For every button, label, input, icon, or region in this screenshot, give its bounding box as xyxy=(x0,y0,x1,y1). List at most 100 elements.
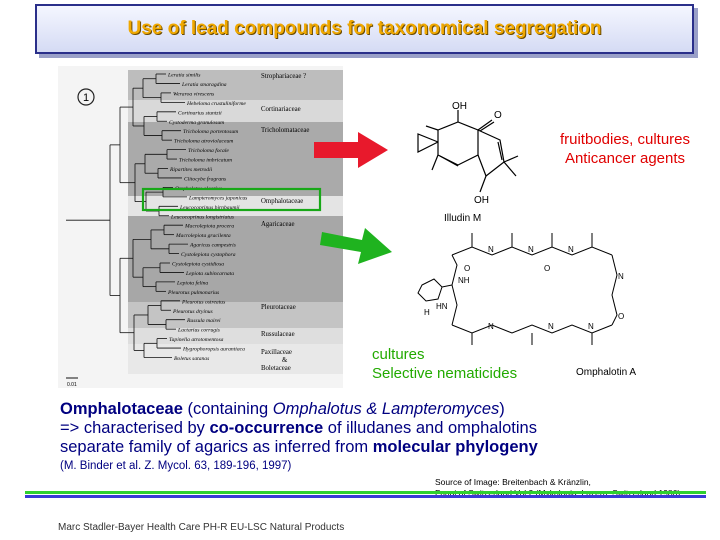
illudin-carbonyl-o: O xyxy=(494,110,502,121)
illudin-oh-top: OH xyxy=(452,101,467,112)
illudin-m-structure: OH O OH xyxy=(417,101,519,206)
slide-title: Use of lead compounds for taxonomical se… xyxy=(127,18,602,39)
tree-species-label: Ripartites metrodii xyxy=(169,167,213,173)
omphalotin-atom-h: H xyxy=(424,308,430,317)
tree-species-label: Boletus satanas xyxy=(174,356,209,362)
body-line-3a: separate family of agarics as inferred f… xyxy=(60,438,373,456)
body-molecular-phylogeny: molecular phylogeny xyxy=(372,438,538,456)
footer: Marc Stadler-Bayer Health Care PH-R EU-L… xyxy=(58,522,345,533)
tree-species-label: Hygrophoropsis aurantiaca xyxy=(182,347,245,353)
tree-species-label: Macrolepiota procera xyxy=(184,224,234,230)
tree-species-label: Cortinarius stuntzii xyxy=(178,110,222,116)
band-tricholomataceae xyxy=(128,122,343,196)
tree-species-label: Pleurotus dryinus xyxy=(172,309,213,315)
band-cortinariaceae xyxy=(128,100,343,122)
panel-number-circle xyxy=(77,88,95,106)
tree-species-label: Lepiota subincarnata xyxy=(185,271,234,277)
band-paxillaceae xyxy=(128,344,343,374)
tree-family-label: & xyxy=(282,357,288,364)
tree-species-label: Tapinella atrotomentosa xyxy=(169,337,224,343)
tree-species-label: Lepiota felina xyxy=(176,279,208,286)
body-line-2: => characterised by co-occurrence of ill… xyxy=(60,419,680,438)
tree-species-label: Leratia similis xyxy=(167,73,200,79)
tree-family-labels: Strophariaceae ? CortinariaceaeTricholoma… xyxy=(261,73,309,372)
tree-species-label: Leratia smaragdina xyxy=(181,82,227,88)
tree-species-label: Lactarius corrugis xyxy=(177,328,220,334)
red-activity-line1: fruitbodies, cultures xyxy=(559,131,691,148)
tree-species-label: Hebeloma crustuliniforme xyxy=(186,100,246,107)
tree-species-label: Cystolepiota cystidiosa xyxy=(172,262,224,268)
tree-species-label: Pleurotus ostreatus xyxy=(181,299,225,305)
tree-species-label: Pleurotus pulmonarius xyxy=(167,290,219,296)
tree-family-label: Paxillaceae xyxy=(261,349,292,356)
tree-species-label: Cystolepiota cystophora xyxy=(181,252,236,258)
green-activity-label: cultures Selective nematicides xyxy=(372,345,517,383)
tree-species-label: Weraroa virescens xyxy=(173,91,214,97)
body-line-3: separate family of agarics as inferred f… xyxy=(60,438,680,457)
green-activity-line1: cultures xyxy=(372,346,425,363)
tree-species-label: Clitocybe fragrans xyxy=(184,175,226,182)
tree-species-label: Tricholoma imbricatum xyxy=(179,158,232,164)
tree-family-label: Pleurotaceae xyxy=(261,304,296,311)
band-strophariaceae xyxy=(128,70,343,100)
illudin-oh-bottom: OH xyxy=(474,195,489,206)
body-genera: Omphalotus & Lampteromyces xyxy=(272,400,500,418)
omphalotin-atom-nh: NH xyxy=(458,276,470,285)
green-arrow-icon xyxy=(320,228,392,264)
body-line-2a: => characterised by xyxy=(60,419,210,437)
omphalotin-atom-n5: N xyxy=(488,322,494,331)
tree-species-label: Russula mairei xyxy=(186,318,221,324)
body-line-1: Omphalotaceae (containing Omphalotus & L… xyxy=(60,400,680,419)
divider-green xyxy=(25,491,706,494)
tree-species-label: Leucocoprinus longistriatus xyxy=(170,214,234,220)
green-activity-line2: Selective nematicides xyxy=(372,365,518,382)
illudin-label: Illudin M xyxy=(444,213,482,224)
band-russulaceae xyxy=(128,328,343,344)
omphalotin-label: Omphalotin A xyxy=(576,367,637,378)
band-pleurotaceae xyxy=(128,302,343,328)
tree-family-label: Russulaceae xyxy=(261,331,295,338)
omphalotin-atom-n1: N xyxy=(488,245,494,254)
red-arrow-icon xyxy=(314,132,388,168)
tree-species-label: Macrolepiota gracilenta xyxy=(175,233,231,239)
source-line-1: Source of Image: Breitenbach & Kränzlin, xyxy=(435,477,591,487)
panel-number: 1 xyxy=(83,92,89,104)
tree-species-label: Tricholoma focale xyxy=(188,147,229,154)
tree-species-label: Cystoderma granulosum xyxy=(169,120,224,126)
omphalotin-a-structure: N N N O O N O N N N NH HN H xyxy=(417,233,624,345)
body-text: Omphalotaceae (containing Omphalotus & L… xyxy=(60,400,680,476)
body-omphalotaceae: Omphalotaceae xyxy=(60,400,183,418)
red-activity-label: fruitbodies, cultures Anticancer agents xyxy=(540,130,710,168)
tree-family-label: Cortinariaceae xyxy=(261,106,301,113)
divider-blue xyxy=(25,495,706,498)
band-agaricaceae xyxy=(128,216,343,302)
tree-family-label: Boletaceae xyxy=(261,365,291,372)
citation: (M. Binder et al. Z. Mycol. 63, 189-196,… xyxy=(60,460,292,472)
tree-species-label: Tricholoma portentosum xyxy=(183,129,238,135)
tree-family-label: Omphalotaceae xyxy=(261,198,303,205)
tree-species-label: Tricholoma atroviolaceum xyxy=(174,139,233,145)
body-line-1b: ) xyxy=(499,400,505,418)
omphalotin-atom-n7: N xyxy=(588,322,594,331)
tree-species-label: Agaricus campestris xyxy=(189,243,236,249)
red-activity-line2: Anticancer agents xyxy=(564,150,686,167)
body-line-2b: of illudanes and omphalotins xyxy=(323,419,537,437)
omphalotin-atom-n6: N xyxy=(548,322,554,331)
body-line-1a: (containing xyxy=(182,400,273,418)
omphalotin-atom-n4: N xyxy=(618,272,624,281)
tree-family-label: Agaricaceae xyxy=(261,221,295,228)
tree-family-label: Strophariaceae ? xyxy=(261,73,306,80)
title-banner: Use of lead compounds for taxonomical se… xyxy=(35,4,694,54)
tree-species-label: Lampteromyces japonicus xyxy=(188,195,247,201)
tree-family-label: Tricholomataceae xyxy=(261,127,309,134)
omphalotin-atom-o1: O xyxy=(464,264,470,273)
omphalotin-atom-o3: O xyxy=(618,312,624,321)
omphalotin-atom-o2: O xyxy=(544,264,550,273)
tree-species-label: Leucocoprinus birnbaumii xyxy=(179,205,240,211)
omphalotin-atom-hn: HN xyxy=(436,302,448,311)
body-cooccurrence: co-occurrence xyxy=(209,419,324,437)
omphalotin-atom-n3: N xyxy=(568,245,574,254)
